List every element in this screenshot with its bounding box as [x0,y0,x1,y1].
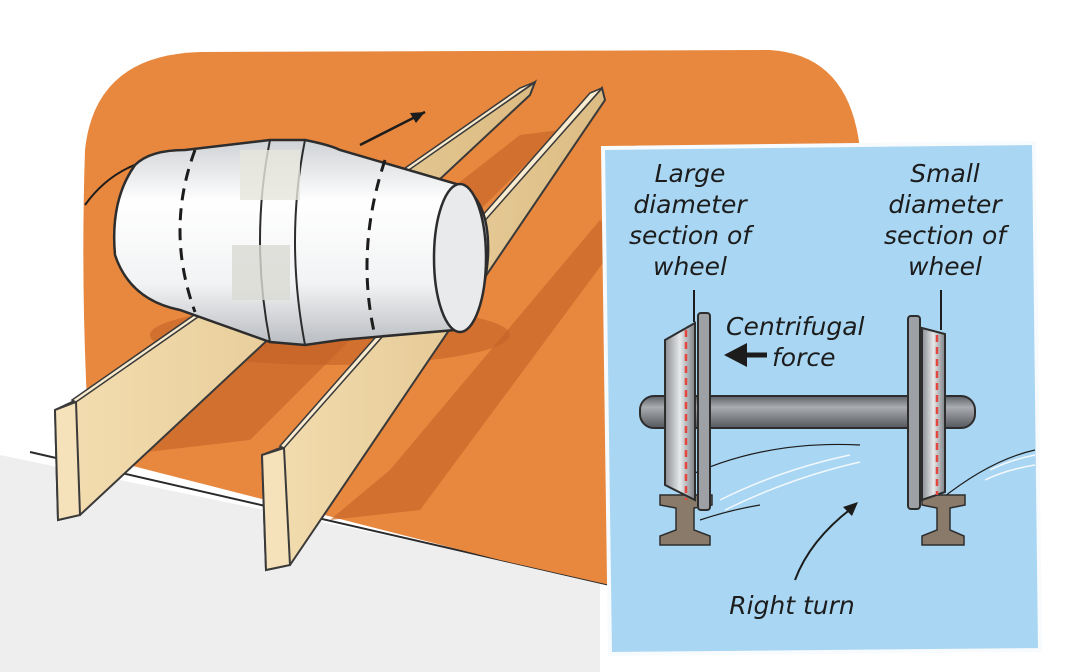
label-large-diameter: Large diameter section of wheel [625,158,755,282]
wheel-left [664,312,711,511]
label-right-turn: Right turn [707,590,877,621]
rail-right [921,494,966,546]
label-small-line-4: wheel [908,252,982,281]
label-large-line-1: Large [654,159,726,188]
label-small-line-3: section of [883,221,1007,250]
rail-shadow-right [330,220,620,520]
barrel [112,138,490,347]
label-large-line-4: wheel [653,252,727,281]
right-turn-arrow-head [843,502,858,516]
label-centrifugal-line-2: force [772,343,836,372]
label-small-line-2: diameter [888,190,1002,219]
motion-arrow-head [410,112,425,123]
label-large-line-2: diameter [633,190,747,219]
right-turn-arrow [794,507,853,581]
rail-left [659,494,713,546]
label-centrifugal-line-1: Centrifugal [726,312,865,341]
label-centrifugal-force: Centrifugal force [726,311,896,373]
axle [639,395,976,429]
centrifugal-arrow-head [724,343,747,367]
wheel-right [907,315,946,510]
label-right-turn-text: Right turn [729,591,855,620]
label-small-diameter: Small diameter section of wheel [870,158,1020,282]
ground-shadow [0,455,600,672]
label-small-line-1: Small [910,159,980,188]
turn-motion-lines [719,454,1036,511]
label-large-line-3: section of [628,221,752,250]
